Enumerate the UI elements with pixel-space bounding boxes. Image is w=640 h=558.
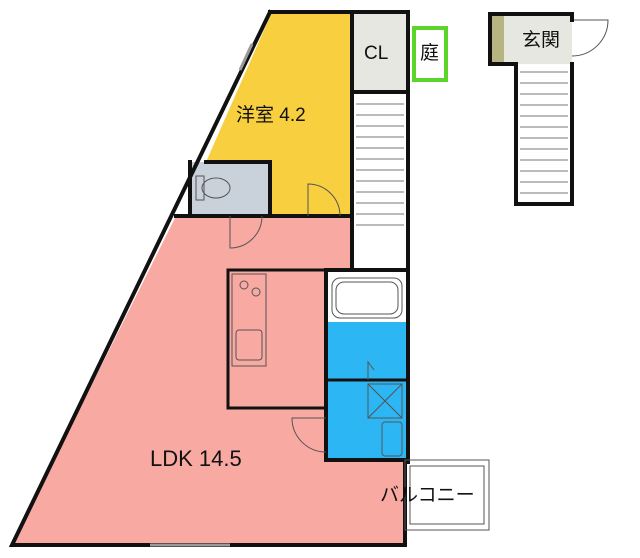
closet-label: CL <box>364 43 388 64</box>
entrance-stairs <box>516 64 572 204</box>
balcony-inner <box>409 465 485 525</box>
balcony <box>404 459 490 531</box>
kitchen-counter <box>231 273 267 367</box>
entrance-stairs-treads <box>520 71 568 194</box>
toilet-tank <box>195 175 205 201</box>
bedroom-window <box>238 43 254 71</box>
kitchen-outline <box>226 268 328 410</box>
ldk-floor <box>12 216 408 545</box>
bath-floor <box>328 322 406 380</box>
closet-floor <box>352 12 408 92</box>
wash-door <box>291 417 327 453</box>
entrance-wall <box>488 12 574 206</box>
bedroom-lower-wall <box>174 160 272 218</box>
bedroom-floor <box>206 12 352 216</box>
bath-door <box>367 360 375 380</box>
bath-wall <box>324 268 410 462</box>
washing-machine <box>367 383 403 419</box>
garden-tag-inner <box>416 30 444 78</box>
bathtub-inner <box>335 281 399 315</box>
entrance-label: 玄関 <box>522 29 560 51</box>
bathtub <box>331 277 403 319</box>
ldk-label: LDK 14.5 <box>150 446 242 471</box>
toilet-door <box>229 215 263 249</box>
wash-basin <box>381 421 403 457</box>
interior-stairs <box>356 103 404 226</box>
bedroom-door <box>307 183 341 217</box>
entrance-door <box>571 19 609 57</box>
stove-burner-1 <box>239 280 249 290</box>
entrance-step <box>490 14 504 64</box>
stove-burner-2 <box>251 287 261 297</box>
balcony-label: バルコニー <box>380 485 475 506</box>
toilet-bowl <box>201 177 231 199</box>
washing-machine-x2 <box>367 383 403 419</box>
bedroom-label: 洋室 4.2 <box>236 104 306 126</box>
garden-label: 庭 <box>420 42 439 64</box>
kitchen-sink <box>235 329 263 361</box>
